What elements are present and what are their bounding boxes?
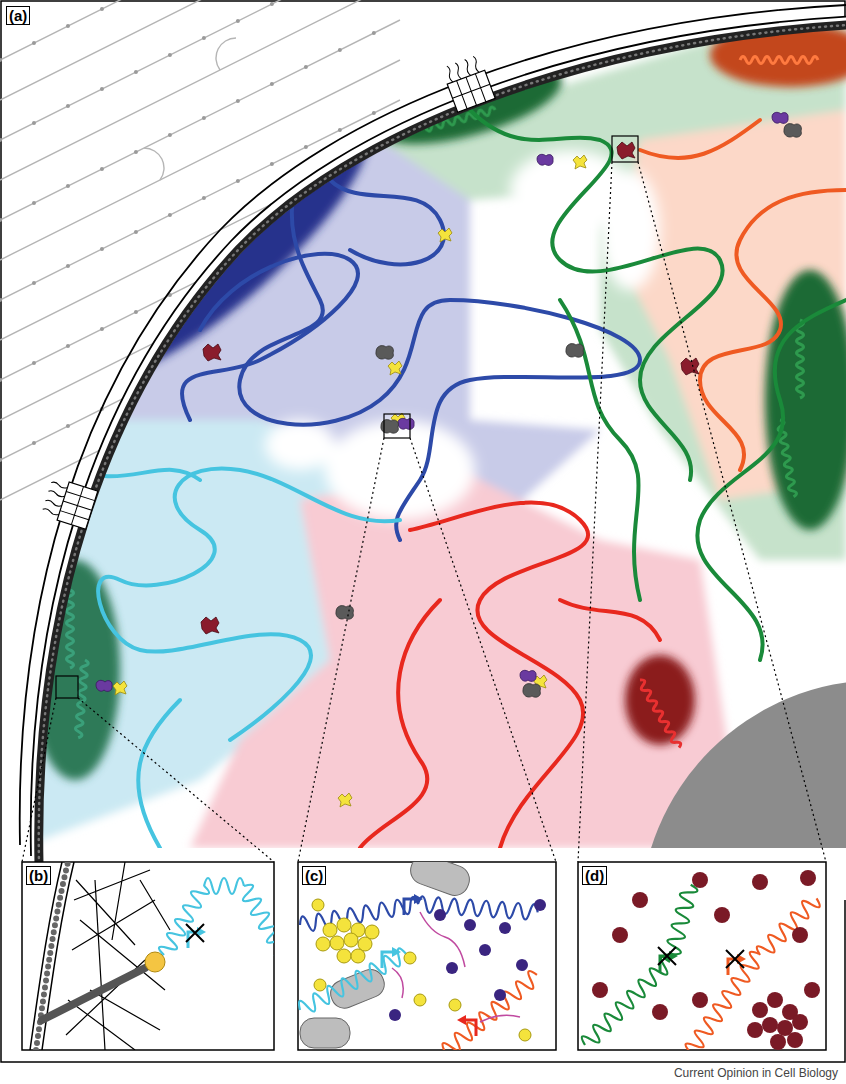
journal-credit: Current Opinion in Cell Biology bbox=[674, 1066, 838, 1080]
nucleoplasm bbox=[0, 0, 846, 848]
figure-frame bbox=[1, 1, 845, 1062]
inset-lamina bbox=[22, 862, 291, 1050]
panel-label: (b) bbox=[26, 866, 51, 885]
panel-label: (a) bbox=[6, 6, 30, 25]
panel-label: (c) bbox=[302, 866, 326, 885]
nuclear-envelope bbox=[20, 5, 846, 864]
inset-repressive-hub bbox=[578, 862, 826, 1057]
panel-label: (d) bbox=[582, 866, 607, 885]
nuclear-pore bbox=[41, 477, 98, 529]
inset-transcription-hub bbox=[296, 851, 556, 1058]
nuclear-pore bbox=[441, 54, 495, 112]
zoom-leaders bbox=[22, 136, 826, 862]
nucleolus bbox=[640, 680, 846, 848]
